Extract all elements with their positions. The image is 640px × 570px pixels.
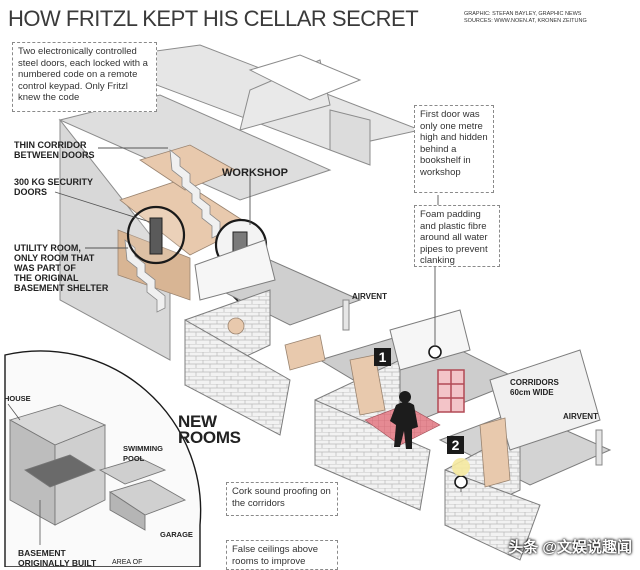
- bookshelf: [437, 369, 465, 413]
- label-swimming-pool: SWIMMING POOL: [123, 444, 163, 463]
- watermark: 头条 @文娱说趣闻: [508, 539, 632, 556]
- label-basement: BASEMENT ORIGINALLY BUILT: [18, 548, 97, 568]
- marker-2: 2: [447, 436, 464, 454]
- source-credit: SOURCES: WWW.NOEN.AT, KRONEN ZEITUNG: [464, 18, 587, 24]
- credits: GRAPHIC: STEFAN BAYLEY, GRAPHIC NEWS SOU…: [464, 11, 634, 25]
- callout-leaders: [54, 147, 462, 492]
- security-door-zoom: [126, 205, 186, 265]
- label-airvent-2: AIRVENT: [563, 412, 598, 421]
- graphic-credit: GRAPHIC: STEFAN BAYLEY, GRAPHIC NEWS: [464, 11, 582, 17]
- secret-rooms: [184, 239, 612, 561]
- label-security-doors: 300 KG SECURITY DOORS: [14, 177, 94, 197]
- callout-cork-proofing: Cork sound proofing on the corridors: [226, 482, 338, 516]
- label-house: HOUSE: [4, 394, 31, 403]
- callout-steel-doors: Two electronically controlled steel door…: [12, 42, 157, 112]
- marker-1: 1: [374, 348, 391, 366]
- light-glow: [452, 458, 470, 476]
- label-area-of: AREA OF: [112, 559, 143, 566]
- corridor-cork: [227, 317, 511, 488]
- label-workshop: WORKSHOP: [222, 167, 288, 179]
- label-new-rooms: NEW ROOMS: [178, 412, 241, 447]
- airvent-pipes: [342, 299, 603, 466]
- callout-foam-padding: Foam padding and plastic fibre around al…: [414, 205, 500, 267]
- callout-false-ceilings: False ceilings above rooms to improve: [226, 540, 338, 570]
- person-silhouette: [390, 391, 418, 449]
- site-plan-inset: [4, 350, 202, 567]
- label-garage: GARAGE: [160, 530, 193, 539]
- label-airvent-1: AIRVENT: [352, 292, 387, 301]
- label-corridors: CORRIDORS 60cm WIDE: [510, 378, 559, 397]
- label-thin-corridor: THIN CORRIDOR BETWEEN DOORS: [14, 140, 95, 160]
- diagram-title: HOW FRITZL KEPT HIS CELLAR SECRET: [8, 6, 419, 31]
- label-utility-room: UTILITY ROOM, ONLY ROOM THAT WAS PART OF…: [14, 243, 109, 293]
- callout-first-door: First door was only one metre high and h…: [414, 105, 494, 193]
